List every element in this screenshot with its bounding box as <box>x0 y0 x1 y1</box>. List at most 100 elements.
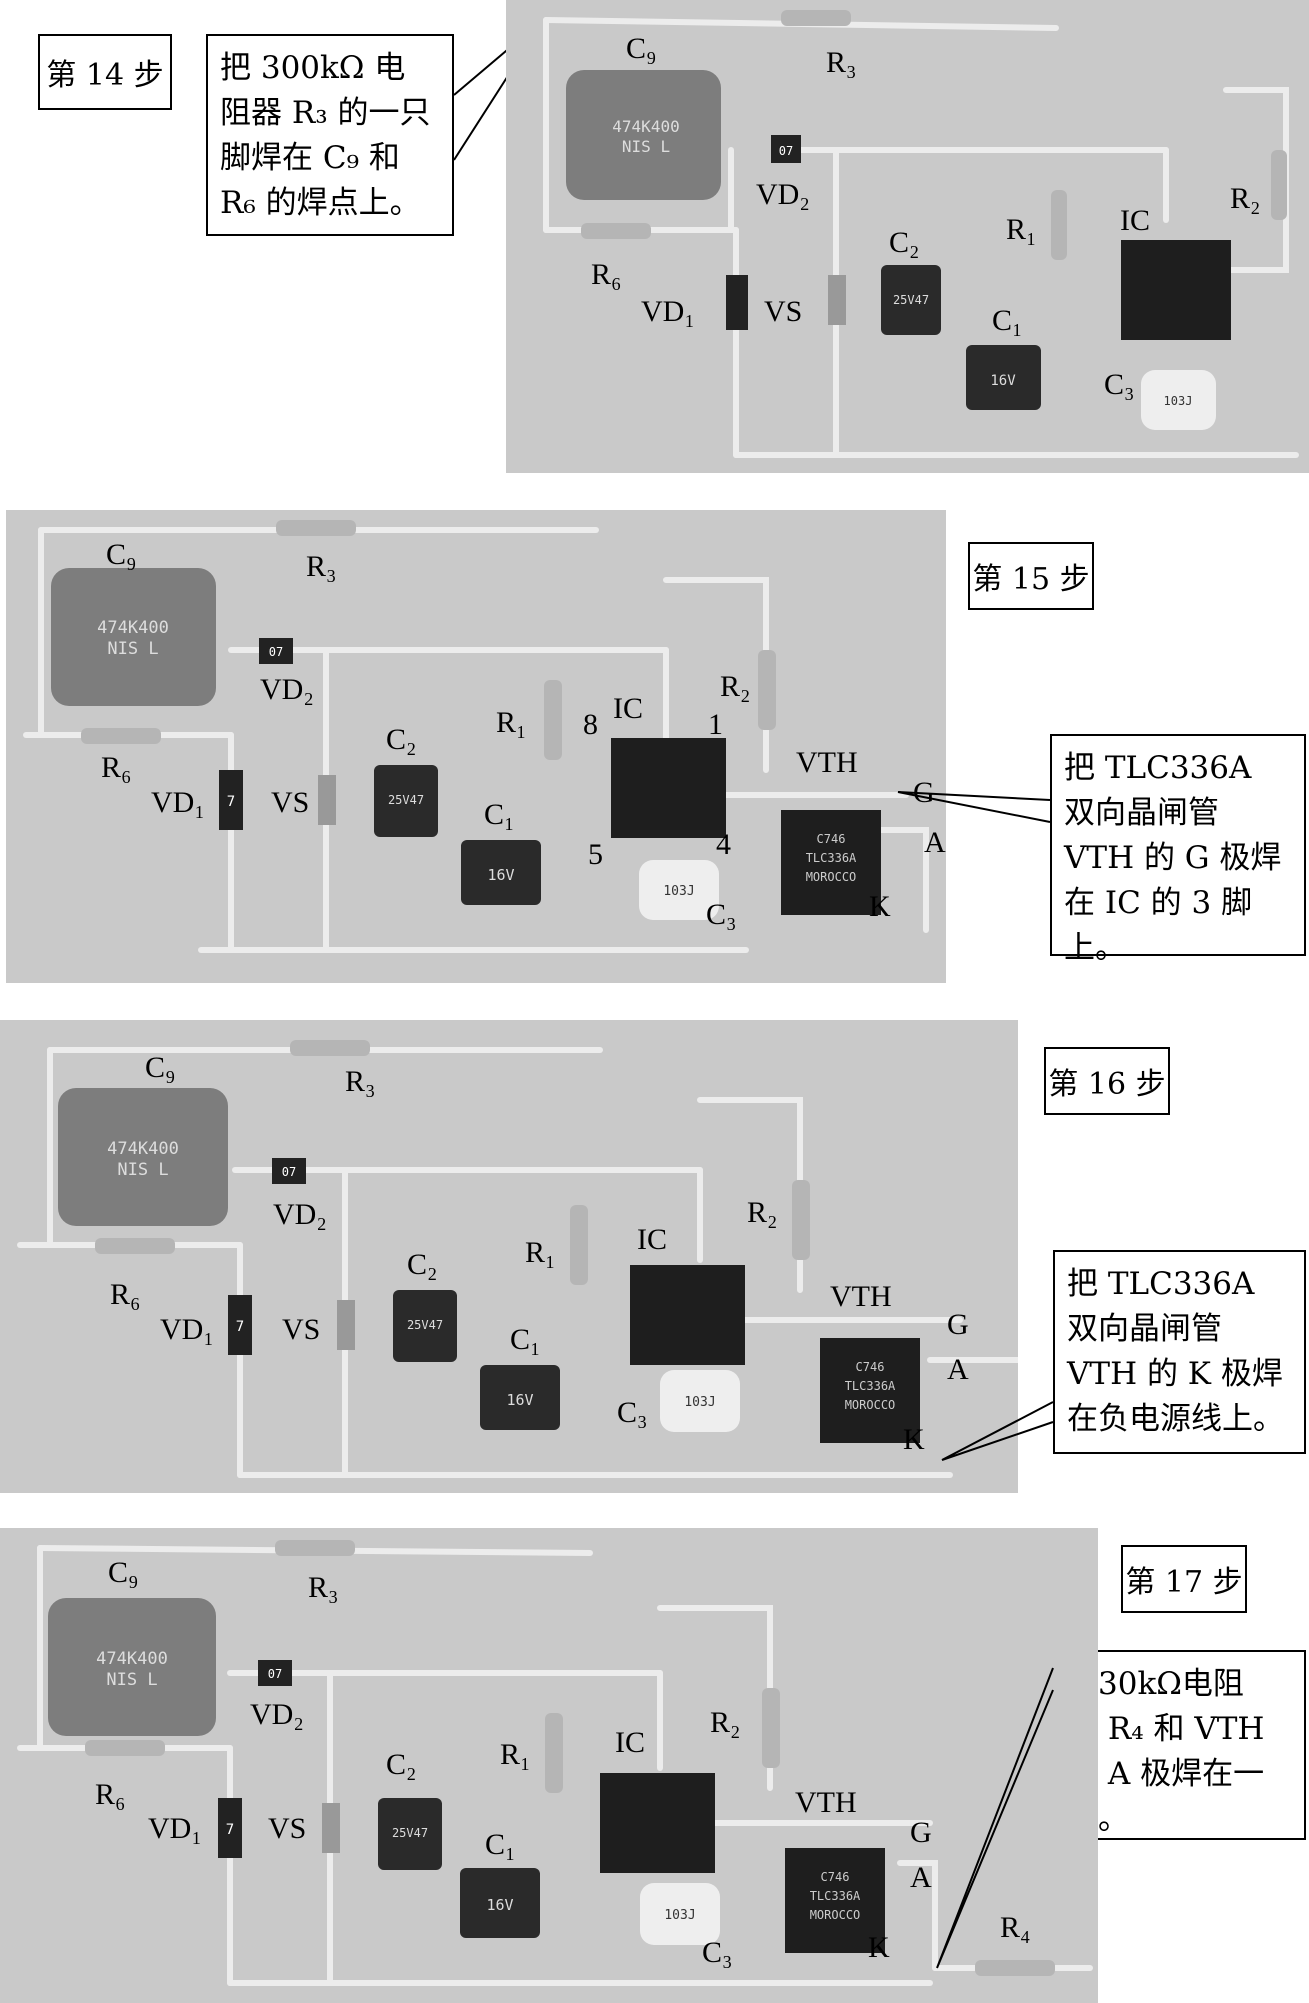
ic-chip <box>630 1265 745 1365</box>
ic-chip <box>1121 240 1231 340</box>
label-vs: VS <box>271 786 310 819</box>
label-r6: R₆ <box>110 1278 141 1311</box>
label-vd1: VD₁ <box>151 786 205 819</box>
label-r4: R₄ <box>1000 1911 1031 1944</box>
r3-resistor <box>276 520 356 536</box>
label-c3: C₃ <box>1104 368 1135 401</box>
label-r2: R₂ <box>710 1706 741 1739</box>
r6-resistor <box>81 728 161 744</box>
c9-marking: NIS L <box>622 137 670 156</box>
label-pin8: 8 <box>583 708 598 741</box>
label-vth: VTH <box>830 1280 892 1313</box>
label-k: K <box>903 1423 925 1456</box>
circuit-photo: 474K400 NIS L 07 7 25V47 16V 103J C746 T… <box>0 1528 1098 2003</box>
c3-marking: 103J <box>684 1395 715 1410</box>
label-c2: C₂ <box>386 1748 417 1781</box>
label-vd2: VD₂ <box>260 673 314 706</box>
vth-triac <box>820 1338 920 1443</box>
r2-resistor <box>1271 150 1287 220</box>
label-vd1: VD₁ <box>148 1812 202 1845</box>
note-line: VTH 的 G 极焊 <box>1064 840 1282 876</box>
label-r6: R₆ <box>95 1778 126 1811</box>
c3-capacitor <box>660 1370 740 1432</box>
label-c9: C₉ <box>108 1556 139 1589</box>
c3-capacitor <box>640 1883 720 1945</box>
c3-capacitor <box>639 860 719 920</box>
vd2-marking: 07 <box>282 1165 296 1179</box>
label-r1: R₁ <box>1006 213 1037 246</box>
label-c2: C₂ <box>386 723 417 756</box>
label-c9: C₉ <box>145 1051 176 1084</box>
vd1-diode <box>228 1295 252 1355</box>
vd1-diode <box>726 275 748 330</box>
c9-marking: NIS L <box>117 1160 168 1180</box>
c1-capacitor <box>480 1365 560 1430</box>
r1-resistor <box>545 1713 563 1793</box>
c9-marking: NIS L <box>107 639 158 659</box>
c2-marking: 25V47 <box>893 293 929 307</box>
c2-marking: 25V47 <box>407 1318 443 1332</box>
c1-marking: 16V <box>506 1391 533 1409</box>
label-r2: R₂ <box>1230 182 1261 215</box>
c1-marking: 16V <box>990 373 1016 389</box>
label-c2: C₂ <box>889 226 920 259</box>
c3-capacitor <box>1141 370 1216 430</box>
vth-marking: C746 <box>821 1870 850 1884</box>
label-c9: C₉ <box>626 32 657 65</box>
c1-capacitor <box>461 840 541 905</box>
vd2-diode <box>272 1158 306 1184</box>
vth-triac <box>785 1848 885 1953</box>
label-r6: R₆ <box>101 751 132 784</box>
note-line: 上。 <box>1064 930 1126 966</box>
label-c3: C₃ <box>702 1936 733 1969</box>
label-c1: C₁ <box>484 798 515 831</box>
r2-resistor <box>762 1688 780 1768</box>
c2-marking: 25V47 <box>388 793 424 807</box>
label-c9: C₉ <box>106 538 137 571</box>
note-line: R₆ 的焊点上。 <box>220 185 421 221</box>
label-k: K <box>869 890 891 923</box>
label-vd2: VD₂ <box>250 1698 304 1731</box>
r6-resistor <box>581 223 651 239</box>
note-line: 器 R₄ 和 VTH <box>1067 1711 1265 1747</box>
label-r6: R₆ <box>591 258 622 291</box>
note-line: VTH 的 K 极焊 <box>1067 1356 1283 1392</box>
c9-marking: 474K400 <box>107 1139 179 1159</box>
step-note: 把 300kΩ 电 阻器 R₃ 的一只 脚焊在 C₉ 和 R₆ 的焊点上。 <box>206 34 454 236</box>
vd2-marking: 07 <box>269 645 283 659</box>
r6-resistor <box>85 1740 165 1756</box>
vth-marking: MOROCCO <box>810 1908 861 1922</box>
circuit-photo: 474K400 NIS L 07 25V47 16V 103J C₉ R₃ VD… <box>506 0 1309 473</box>
r3-resistor <box>781 10 851 26</box>
note-line: 双向晶闸管 <box>1067 1311 1222 1347</box>
label-pin4: 4 <box>716 828 731 861</box>
c3-marking: 103J <box>663 884 694 899</box>
note-line: 把 300kΩ 电 <box>220 50 406 86</box>
label-ic: IC <box>1120 204 1150 237</box>
label-vd1: VD₁ <box>641 295 695 328</box>
step-label: 第 16 步 <box>1044 1047 1170 1115</box>
vs-diode <box>337 1300 355 1350</box>
c2-capacitor <box>378 1798 442 1870</box>
label-r1: R₁ <box>500 1738 531 1771</box>
c3-marking: 103J <box>664 1908 695 1923</box>
r2-resistor <box>792 1180 810 1260</box>
vd1-marking: 7 <box>236 1319 244 1335</box>
c9-marking: 474K400 <box>96 1649 168 1669</box>
label-k: K <box>868 1931 890 1964</box>
label-pin1: 1 <box>708 708 723 741</box>
label-r3: R₃ <box>345 1065 376 1098</box>
r3-resistor <box>290 1040 370 1056</box>
note-line: 把 TLC336A <box>1067 1266 1255 1302</box>
vd1-marking: 7 <box>226 1822 234 1838</box>
label-vd2: VD₂ <box>273 1198 327 1231</box>
label-vd1: VD₁ <box>160 1313 214 1346</box>
note-line: 起。 <box>1067 1801 1129 1837</box>
step-label: 第 14 步 <box>38 34 172 110</box>
note-line: 在负电源线上。 <box>1067 1401 1284 1437</box>
vth-marking: MOROCCO <box>845 1398 896 1412</box>
step-note: 把 TLC336A 双向晶闸管 VTH 的 G 极焊 在 IC 的 3 脚 上。 <box>1050 734 1306 966</box>
vd1-diode <box>219 770 243 830</box>
c2-marking: 25V47 <box>392 1826 428 1840</box>
c2-capacitor <box>393 1290 457 1362</box>
